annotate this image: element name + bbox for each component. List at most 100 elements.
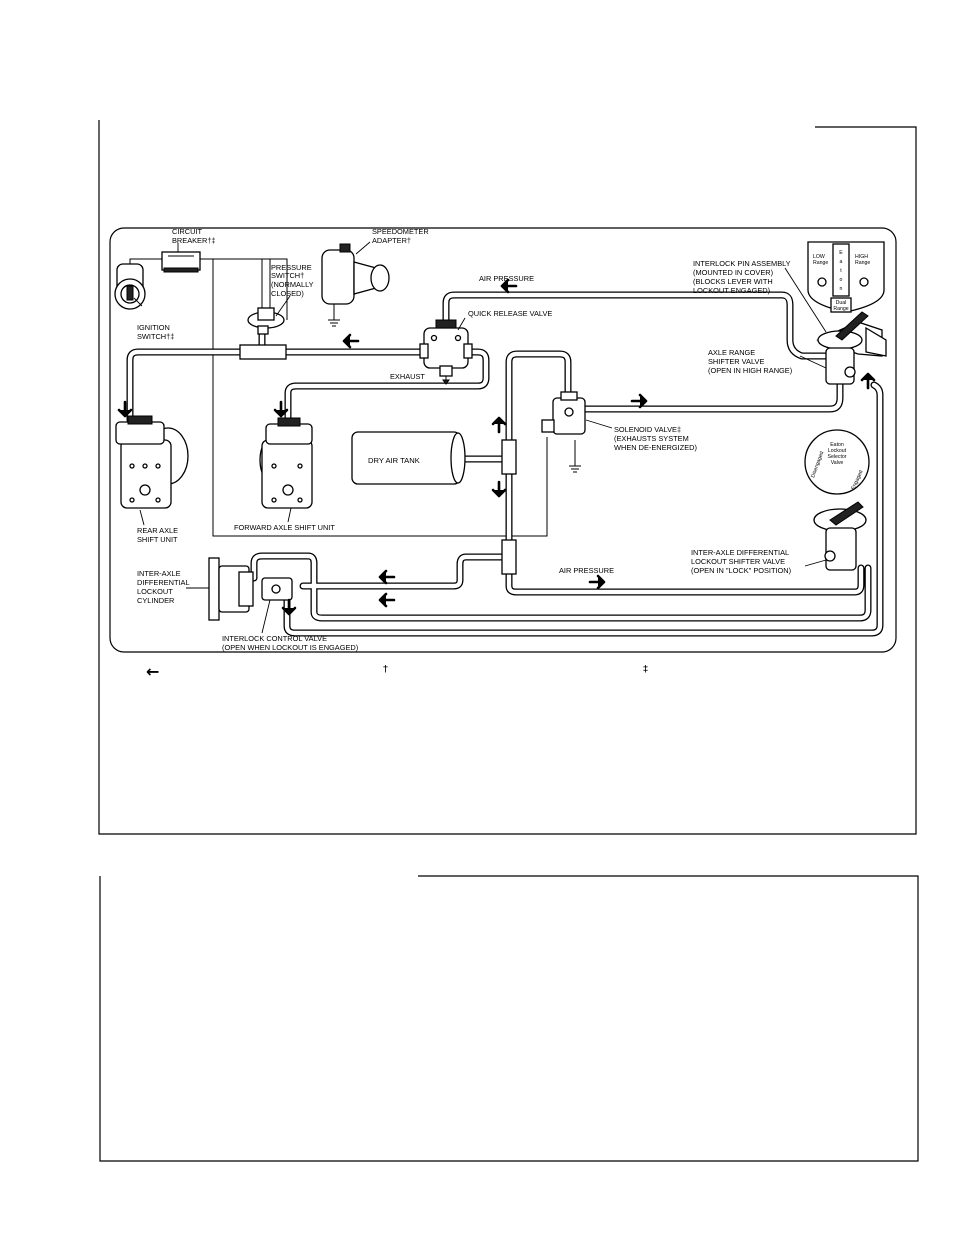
quick-release-valve [419, 319, 473, 385]
selector-line-2: Lockout [828, 448, 847, 454]
legend-arrow-symbol: ← [146, 662, 159, 681]
solenoid-valve [541, 391, 586, 435]
label-line: INTERLOCK PIN ASSEMBLY [693, 259, 791, 268]
label-line: SWITCH† [271, 271, 304, 280]
label-line: WHEN DE-ENERGIZED) [614, 443, 697, 452]
air-lines [126, 291, 884, 637]
range-high-1: HIGH [855, 254, 868, 260]
ignition-switch-label: IGNITION SWITCH†‡ [137, 323, 174, 341]
range-high-2: Range [855, 260, 870, 266]
label-line: IGNITION [137, 323, 170, 332]
legend: ← † ‡ [146, 662, 648, 681]
inter-axle-shifter-label: INTER-AXLE DIFFERENTIAL LOCKOUT SHIFTER … [691, 548, 791, 575]
range-low-1: LOW [813, 254, 825, 260]
ignition-switch [114, 263, 146, 310]
range-selector-plate: LOW Range HIGH Range E a t o n Dual Rang… [807, 241, 885, 313]
range-letter-3: t [840, 268, 842, 274]
range-dual-2: Range [833, 306, 848, 312]
interlock-control-valve [261, 577, 293, 601]
circuit-breaker-label: CIRCUIT BREAKER†‡ [172, 227, 216, 245]
range-letter-4: o [840, 277, 843, 283]
axle-range-shifter-label: AXLE RANGE SHIFTER VALVE (OPEN IN HIGH R… [708, 348, 792, 375]
electrical-wiring [129, 258, 581, 537]
selector-line-4: Valve [831, 460, 844, 466]
label-line: AXLE RANGE [708, 348, 755, 357]
label-line: (BLOCKS LEVER WITH [693, 277, 773, 286]
label-line: (OPEN IN HIGH RANGE) [708, 366, 792, 375]
arrow-air-pressure-top [500, 278, 518, 294]
arrow-to-solenoid-right [630, 393, 648, 409]
label-line: SHIFT UNIT [137, 535, 178, 544]
label-line: CIRCUIT [172, 227, 202, 236]
label-line: LOCKOUT ENGAGED) [693, 286, 770, 295]
arrow-to-lockout-2 [378, 592, 396, 608]
label-line: (OPEN WHEN LOCKOUT IS ENGAGED) [222, 643, 358, 652]
label-line: SPEEDOMETER [372, 227, 429, 236]
speedometer-adapter-label: SPEEDOMETER ADAPTER† [372, 227, 429, 245]
label-line: CLOSED) [271, 289, 304, 298]
range-low-2: Range [813, 260, 828, 266]
label-line: REAR AXLE [137, 526, 178, 535]
label-line: CYLINDER [137, 596, 174, 605]
arrow-up-axle-range [860, 372, 876, 390]
diagram-border [109, 227, 897, 653]
label-line: DIFFERENTIAL [137, 578, 190, 587]
arrow-down-forward-axle [273, 400, 289, 418]
legend-double-dagger: ‡ [643, 664, 648, 675]
inter-axle-shifter-valve [813, 501, 867, 571]
rear-axle-label: REAR AXLE SHIFT UNIT [137, 526, 178, 544]
label-line: (EXHAUSTS SYSTEM [614, 434, 689, 443]
inter-axle-lockout-cylinder [208, 557, 254, 621]
arrow-down-from-tank [491, 480, 507, 498]
flow-arrows [117, 278, 876, 616]
label-line: (NORMALLY [271, 280, 314, 289]
forward-axle-label: FORWARD AXLE SHIFT UNIT [234, 523, 335, 532]
range-letter-5: n [840, 286, 843, 292]
arrow-up-from-tank [491, 416, 507, 434]
interlock-pin-label: INTERLOCK PIN ASSEMBLY (MOUNTED IN COVER… [693, 259, 791, 295]
exhaust-label: EXHAUST [390, 372, 425, 381]
label-line: SHIFTER VALVE [708, 357, 764, 366]
dry-air-tank-label: DRY AIR TANK [368, 456, 420, 465]
interlock-control-label: INTERLOCK CONTROL VALVE (OPEN WHEN LOCKO… [222, 634, 358, 652]
arrow-to-quick-release [342, 333, 360, 349]
circuit-breaker [161, 251, 201, 273]
air-pressure-bottom-label: AIR PRESSURE [559, 566, 614, 575]
label-line: (MOUNTED IN COVER) [693, 268, 773, 277]
forward-axle-shift-unit [259, 417, 313, 509]
lockout-cylinder-label: INTER-AXLE DIFFERENTIAL LOCKOUT CYLINDER [137, 569, 190, 605]
label-line: (OPEN IN "LOCK" POSITION) [691, 566, 791, 575]
air-pressure-top-label: AIR PRESSURE [479, 274, 534, 283]
lower-box-frame [99, 875, 919, 1162]
mounting-bracket [865, 326, 887, 357]
label-line: INTER-AXLE [137, 569, 181, 578]
label-line: LOCKOUT [137, 587, 173, 596]
label-line: SWITCH†‡ [137, 332, 174, 341]
label-line: INTER-AXLE DIFFERENTIAL [691, 548, 789, 557]
pressure-switch-label: PRESSURE SWITCH† (NORMALLY CLOSED) [271, 263, 314, 298]
quick-release-valve-label: QUICK RELEASE VALVE [468, 309, 552, 318]
range-letter-2: a [840, 259, 843, 265]
dry-air-tank [351, 431, 466, 485]
upper-figure-frame [98, 120, 917, 835]
label-line: PRESSURE [271, 263, 312, 272]
legend-dagger: † [383, 664, 388, 675]
label-line: LOCKOUT SHIFTER VALVE [691, 557, 785, 566]
arrow-down-interlock [281, 598, 297, 616]
pressure-switch [247, 307, 285, 335]
selector-line-3: Selector [827, 454, 846, 460]
lockout-selector-plate: Eaton Lockout Selector Valve Disengaged … [804, 429, 870, 495]
rear-axle-shift-unit [115, 415, 189, 509]
label-line: INTERLOCK CONTROL VALVE [222, 634, 327, 643]
label-line: ADAPTER† [372, 236, 411, 245]
solenoid-valve-label: SOLENOID VALVE‡ (EXHAUSTS SYSTEM WHEN DE… [614, 425, 697, 452]
speedometer-adapter [321, 243, 390, 305]
arrow-to-lockout-1 [378, 569, 396, 585]
arrow-down-rear-axle [117, 400, 133, 418]
leader-lines [133, 241, 827, 634]
arrow-air-pressure-bottom [588, 574, 606, 590]
label-line: BREAKER†‡ [172, 236, 216, 245]
range-dual-1: Dual [836, 300, 847, 306]
selector-line-1: Eaton [830, 442, 844, 448]
